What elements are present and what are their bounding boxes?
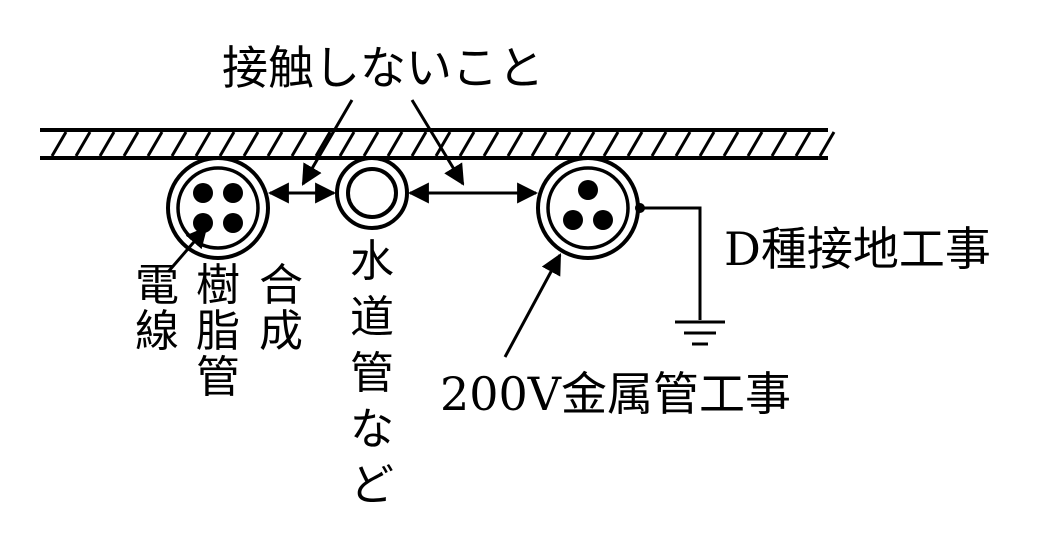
hatch-mark bbox=[794, 131, 812, 157]
hatch-mark bbox=[626, 131, 644, 157]
metal-pipe-pointer-arrow bbox=[503, 253, 562, 358]
wire-conductor bbox=[593, 210, 613, 230]
hatch-mark bbox=[410, 131, 428, 157]
wire-conductor bbox=[223, 183, 243, 203]
no-contact-label: 接触しないこと bbox=[222, 41, 544, 95]
hatch-mark bbox=[530, 131, 548, 157]
svg-text:合成: 合成 bbox=[259, 260, 303, 357]
hatch-mark bbox=[434, 131, 452, 157]
vertical-char: 水 bbox=[350, 236, 394, 287]
hatch-mark bbox=[242, 131, 260, 157]
hatch-mark bbox=[386, 131, 404, 157]
ceiling-surface bbox=[40, 128, 836, 160]
hatch-mark bbox=[506, 131, 524, 157]
leader-arrow-right bbox=[410, 99, 465, 186]
wire-conductor bbox=[223, 213, 243, 233]
svg-text:樹脂管: 樹脂管 bbox=[196, 260, 240, 403]
hatch-mark bbox=[98, 131, 116, 157]
vertical-char: 管 bbox=[350, 348, 394, 399]
hatch-mark bbox=[698, 131, 716, 157]
hatch-mark bbox=[290, 131, 308, 157]
hatch-mark bbox=[338, 131, 356, 157]
hatch-mark bbox=[818, 131, 836, 157]
vertical-char: な bbox=[350, 404, 394, 455]
leader-arrow-left bbox=[301, 99, 354, 186]
vertical-char: 樹 bbox=[196, 260, 240, 311]
vertical-char: 管 bbox=[196, 352, 240, 403]
hatch-mark bbox=[266, 131, 284, 157]
hatch-mark bbox=[218, 131, 236, 157]
wire-conductor bbox=[193, 183, 213, 203]
hatch-mark bbox=[770, 131, 788, 157]
hatch-mark bbox=[674, 131, 692, 157]
hatch-mark bbox=[746, 131, 764, 157]
vertical-char: 成 bbox=[259, 306, 303, 357]
hatch-mark bbox=[194, 131, 212, 157]
hatch-mark bbox=[74, 131, 92, 157]
hatch-mark bbox=[362, 131, 380, 157]
vertical-char: 合 bbox=[259, 260, 303, 311]
svg-text:水道管など: 水道管など bbox=[350, 236, 394, 511]
hatch-mark bbox=[458, 131, 476, 157]
ground-symbol bbox=[635, 203, 725, 346]
hatch-mark bbox=[170, 131, 188, 157]
metal-pipe bbox=[536, 156, 640, 260]
svg-text:電線: 電線 bbox=[135, 260, 179, 357]
water-pipe bbox=[335, 156, 409, 230]
vertical-char: 道 bbox=[350, 292, 394, 343]
hatch-mark bbox=[146, 131, 164, 157]
vertical-char: ど bbox=[350, 460, 394, 511]
hatch-mark bbox=[554, 131, 572, 157]
wire-pointer-arrow bbox=[166, 226, 208, 273]
wire-label: 電線 bbox=[135, 260, 179, 357]
hatch-mark bbox=[314, 131, 332, 157]
ground-label: D種接地工事 bbox=[724, 222, 991, 276]
resin-pipe bbox=[166, 156, 270, 260]
vertical-char: 線 bbox=[135, 306, 179, 357]
water-pipe-label: 水道管など bbox=[350, 236, 394, 511]
hatch-mark bbox=[50, 131, 68, 157]
hatch-mark bbox=[602, 131, 620, 157]
hatch-mark bbox=[482, 131, 500, 157]
vertical-char: 脂 bbox=[196, 306, 240, 357]
hatch-mark bbox=[578, 131, 596, 157]
hatch-mark bbox=[650, 131, 668, 157]
hatch-mark bbox=[722, 131, 740, 157]
metal-pipe-label: 200V金属管工事 bbox=[440, 367, 791, 421]
wire-conductor bbox=[578, 180, 598, 200]
resin-pipe-label: 合成 樹脂管 bbox=[196, 260, 303, 403]
vertical-char: 電 bbox=[135, 260, 179, 311]
hatch-mark bbox=[122, 131, 140, 157]
wire-conductor bbox=[563, 210, 583, 230]
